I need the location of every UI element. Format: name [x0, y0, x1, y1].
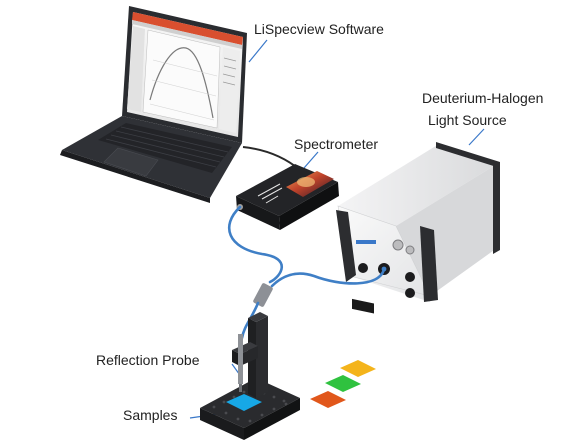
reflection-probe-label: Reflection Probe — [96, 352, 200, 368]
samples-label: Samples — [123, 407, 178, 423]
spectrometer-leader-line — [303, 151, 319, 169]
software-leader-line — [248, 39, 268, 63]
light-source-label-line2: Light Source — [428, 112, 507, 128]
light-source-label-line1: Deuterium-Halogen — [422, 90, 544, 106]
spectrometer-icon — [236, 164, 339, 230]
sample-red — [310, 391, 346, 408]
sample-yellow — [340, 360, 376, 377]
light-source-icon — [336, 142, 500, 314]
fiber-cable-light-source — [270, 267, 386, 288]
fiber-splitter — [253, 283, 273, 307]
laptop-icon — [60, 6, 247, 203]
software-label: LiSpecview Software — [254, 21, 384, 37]
light-source-leader-line — [468, 128, 485, 146]
sample-blue — [226, 394, 262, 411]
spectrometer-label: Spectrometer — [294, 136, 379, 152]
fiber-cable-spectrometer — [228, 205, 283, 284]
sample-green — [325, 375, 361, 392]
probe-stand-icon — [200, 312, 300, 440]
